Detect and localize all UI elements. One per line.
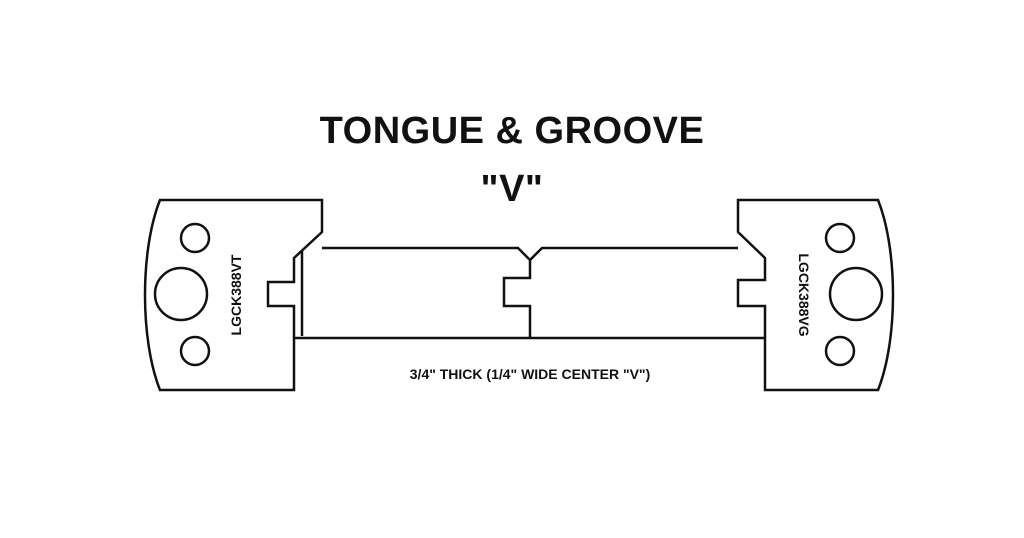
right-knife-hole-center [828,266,884,322]
right-knife-outline [736,198,895,392]
left-knife-hole-bottom [179,335,211,367]
left-knife-hole-top [179,222,211,254]
right-knife-label: LGCK388VG [796,253,812,336]
left-knife-hole-center [153,266,209,322]
left-knife-label: LGCK388VT [228,254,244,335]
left-knife-outline [143,198,324,392]
right-knife-hole-top [824,222,856,254]
left-board-profile [322,246,532,338]
right-board-profile [529,246,738,261]
thickness-caption: 3/4" THICK (1/4" WIDE CENTER "V") [410,366,650,382]
right-knife-hole-bottom [824,335,856,367]
diagram-title: TONGUE & GROOVE [319,110,705,152]
diagram-subtitle: "V" [480,168,544,210]
